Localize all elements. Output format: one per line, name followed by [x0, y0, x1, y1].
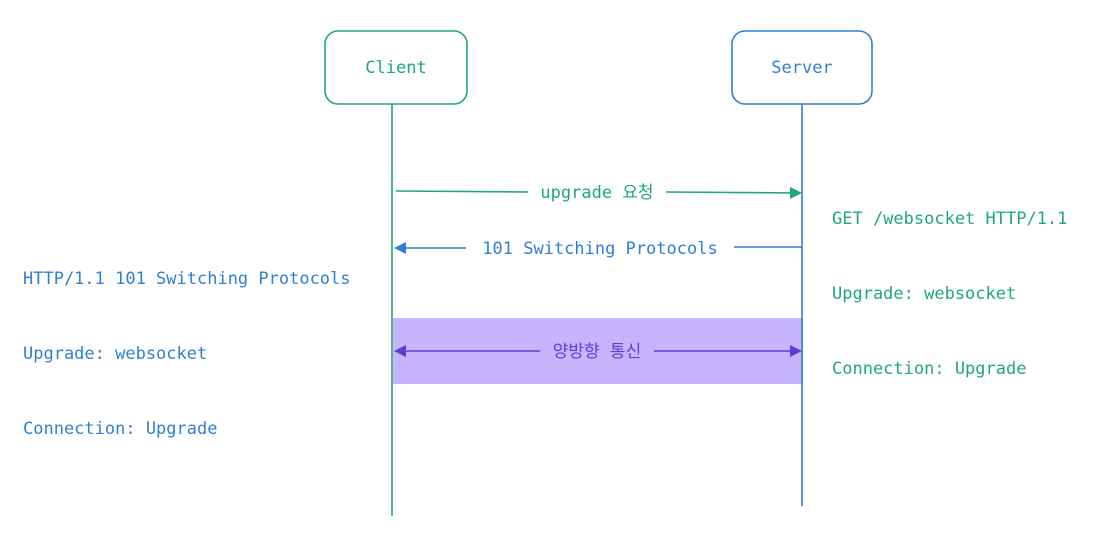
upgrade-request-label: upgrade 요청 — [540, 183, 653, 203]
response-headers: HTTP/1.1 101 Switching Protocols Upgrade… — [23, 217, 351, 467]
request-header-line: GET /websocket HTTP/1.1 — [832, 209, 1068, 229]
request-header-line: Connection: Upgrade — [832, 359, 1027, 379]
request-header-line: Upgrade: websocket — [832, 284, 1017, 304]
server-label: Server — [771, 58, 832, 78]
switching-response-label: 101 Switching Protocols — [482, 239, 717, 259]
upgrade-request-line-left — [395, 190, 529, 193]
client-participant: Client — [324, 30, 468, 105]
request-headers: GET /websocket HTTP/1.1 Upgrade: websock… — [832, 157, 1067, 407]
upgrade-request-line-right — [665, 186, 802, 199]
bidirectional-message: 양방향 통신 — [394, 342, 802, 362]
response-header-line: Connection: Upgrade — [23, 419, 218, 439]
bidirectional-label: 양방향 통신 — [553, 342, 641, 362]
server-participant: Server — [731, 30, 873, 105]
response-header-line: HTTP/1.1 101 Switching Protocols — [23, 269, 351, 289]
switching-response-message: 101 Switching Protocols — [394, 239, 802, 259]
response-header-line: Upgrade: websocket — [23, 344, 208, 364]
upgrade-request-message: upgrade 요청 — [395, 183, 802, 203]
client-label: Client — [365, 58, 426, 78]
